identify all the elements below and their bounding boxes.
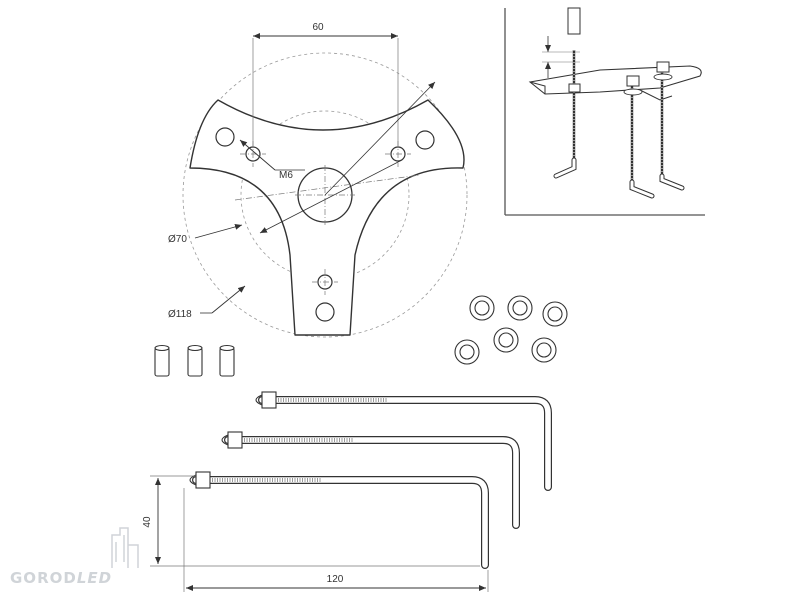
dia-70-label: Ø70: [168, 234, 187, 245]
hole-bottom-lower: [315, 302, 335, 322]
dim-label-120: 120: [327, 574, 344, 585]
watermark-logo: GORODLED: [10, 527, 139, 587]
hole-left-outer: [215, 127, 235, 147]
hole-right-outer: [415, 130, 435, 150]
thread-label: M6: [279, 170, 293, 181]
bolt-dimensions: 40 120: [142, 475, 489, 592]
inner-circle-dashed: [240, 110, 410, 280]
sleeve-nuts: [154, 344, 235, 377]
outer-circle-dashed: [182, 52, 468, 338]
mounting-plate: 60 M6 Ø70 Ø118: [168, 22, 468, 338]
dia-118-label: Ø118: [168, 309, 192, 320]
svg-text:GORODLED: GORODLED: [10, 569, 112, 587]
washers: [454, 295, 568, 365]
dim-label-60: 60: [312, 22, 324, 33]
logo-suffix: LED: [77, 569, 112, 587]
logo-text: GOROD: [10, 569, 77, 587]
dim-label-40: 40: [142, 516, 153, 528]
building-icon: [111, 527, 139, 568]
assembly-inset: [504, 7, 705, 216]
j-bolts: [189, 391, 552, 569]
